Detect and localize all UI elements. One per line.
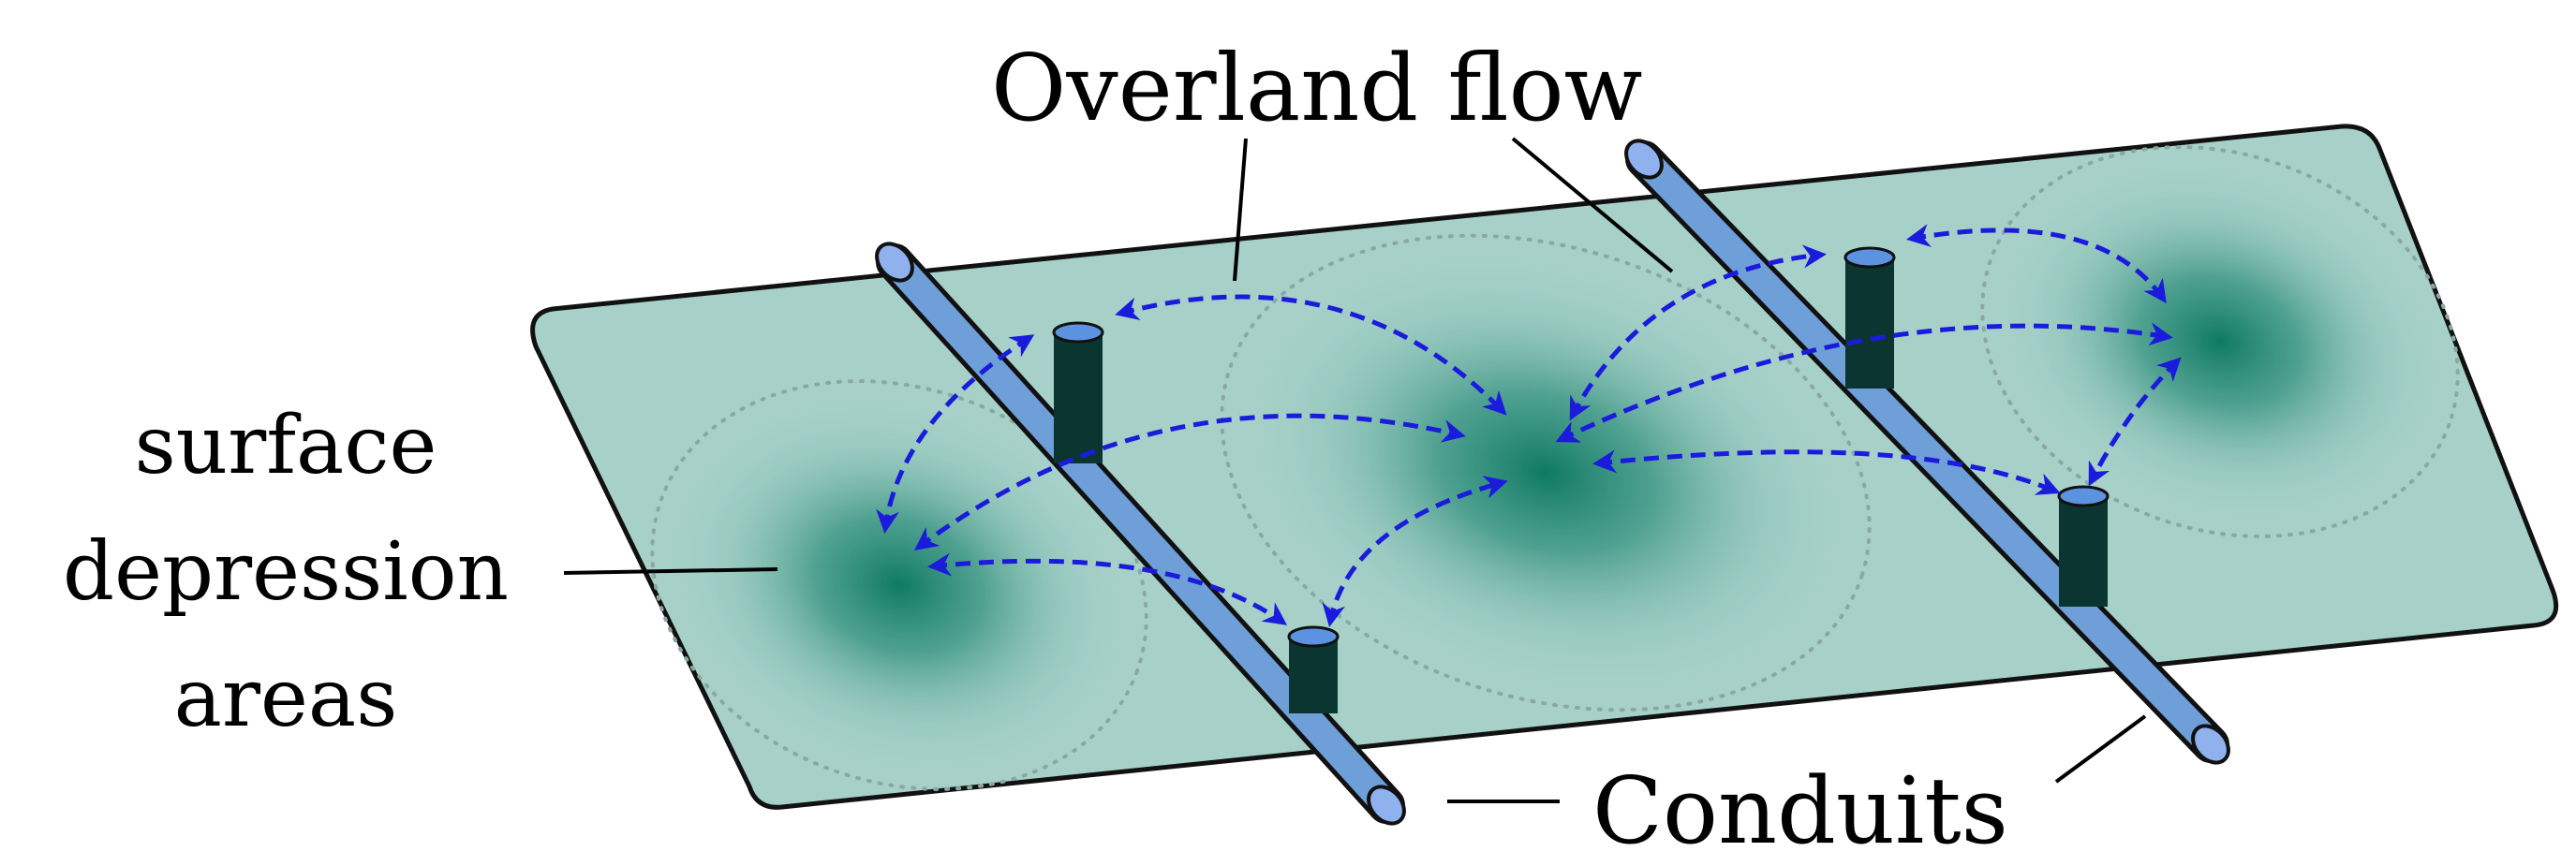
- conduit-right-end-bottom: [2191, 724, 2230, 765]
- manhole-node-2: [1287, 625, 1340, 713]
- conduit-left-end-bottom: [1367, 785, 1406, 826]
- conduit-right-end-top: [1624, 139, 1664, 180]
- leader-line-overland-flow-right: [1511, 137, 1674, 273]
- leader-line-surface-depression: [563, 567, 778, 575]
- flow-arrow-node3-rightdep: [1906, 224, 2167, 304]
- conduit-left-end-top: [875, 242, 914, 283]
- depression-boundary-right: [1980, 145, 2460, 538]
- label-overland-flow: Overland flow: [991, 36, 1643, 142]
- flow-arrow-node1-middep: [1115, 294, 1507, 416]
- label-surface-line3: areas: [174, 652, 398, 745]
- manhole-node-4: [2057, 485, 2110, 607]
- manhole-node-3: [1843, 246, 1896, 389]
- label-conduits: Conduits: [1592, 758, 2008, 865]
- leader-line-conduits-right: [2054, 714, 2147, 784]
- flow-arrow-middep-node4: [1592, 449, 2061, 495]
- leader-line-overland-flow-left: [1233, 138, 1248, 282]
- flow-arrow-leftdep-node2: [927, 552, 1288, 625]
- flow-arrow-middep-node3: [1569, 244, 1827, 421]
- flow-arrow-node2-middep: [1322, 476, 1508, 627]
- label-surface-line2: depression: [63, 525, 509, 619]
- manhole-node-1: [1052, 321, 1104, 463]
- flow-arrow-node1-leftdep: [876, 334, 1035, 534]
- flow-arrow-middep-rightdep: [1555, 322, 2173, 443]
- label-surface-line1: surface: [135, 399, 437, 492]
- flow-arrow-rightdep-node4: [2088, 357, 2182, 487]
- flow-arrow-leftdep-middep: [913, 413, 1466, 550]
- depression-boundary-left: [650, 379, 1148, 791]
